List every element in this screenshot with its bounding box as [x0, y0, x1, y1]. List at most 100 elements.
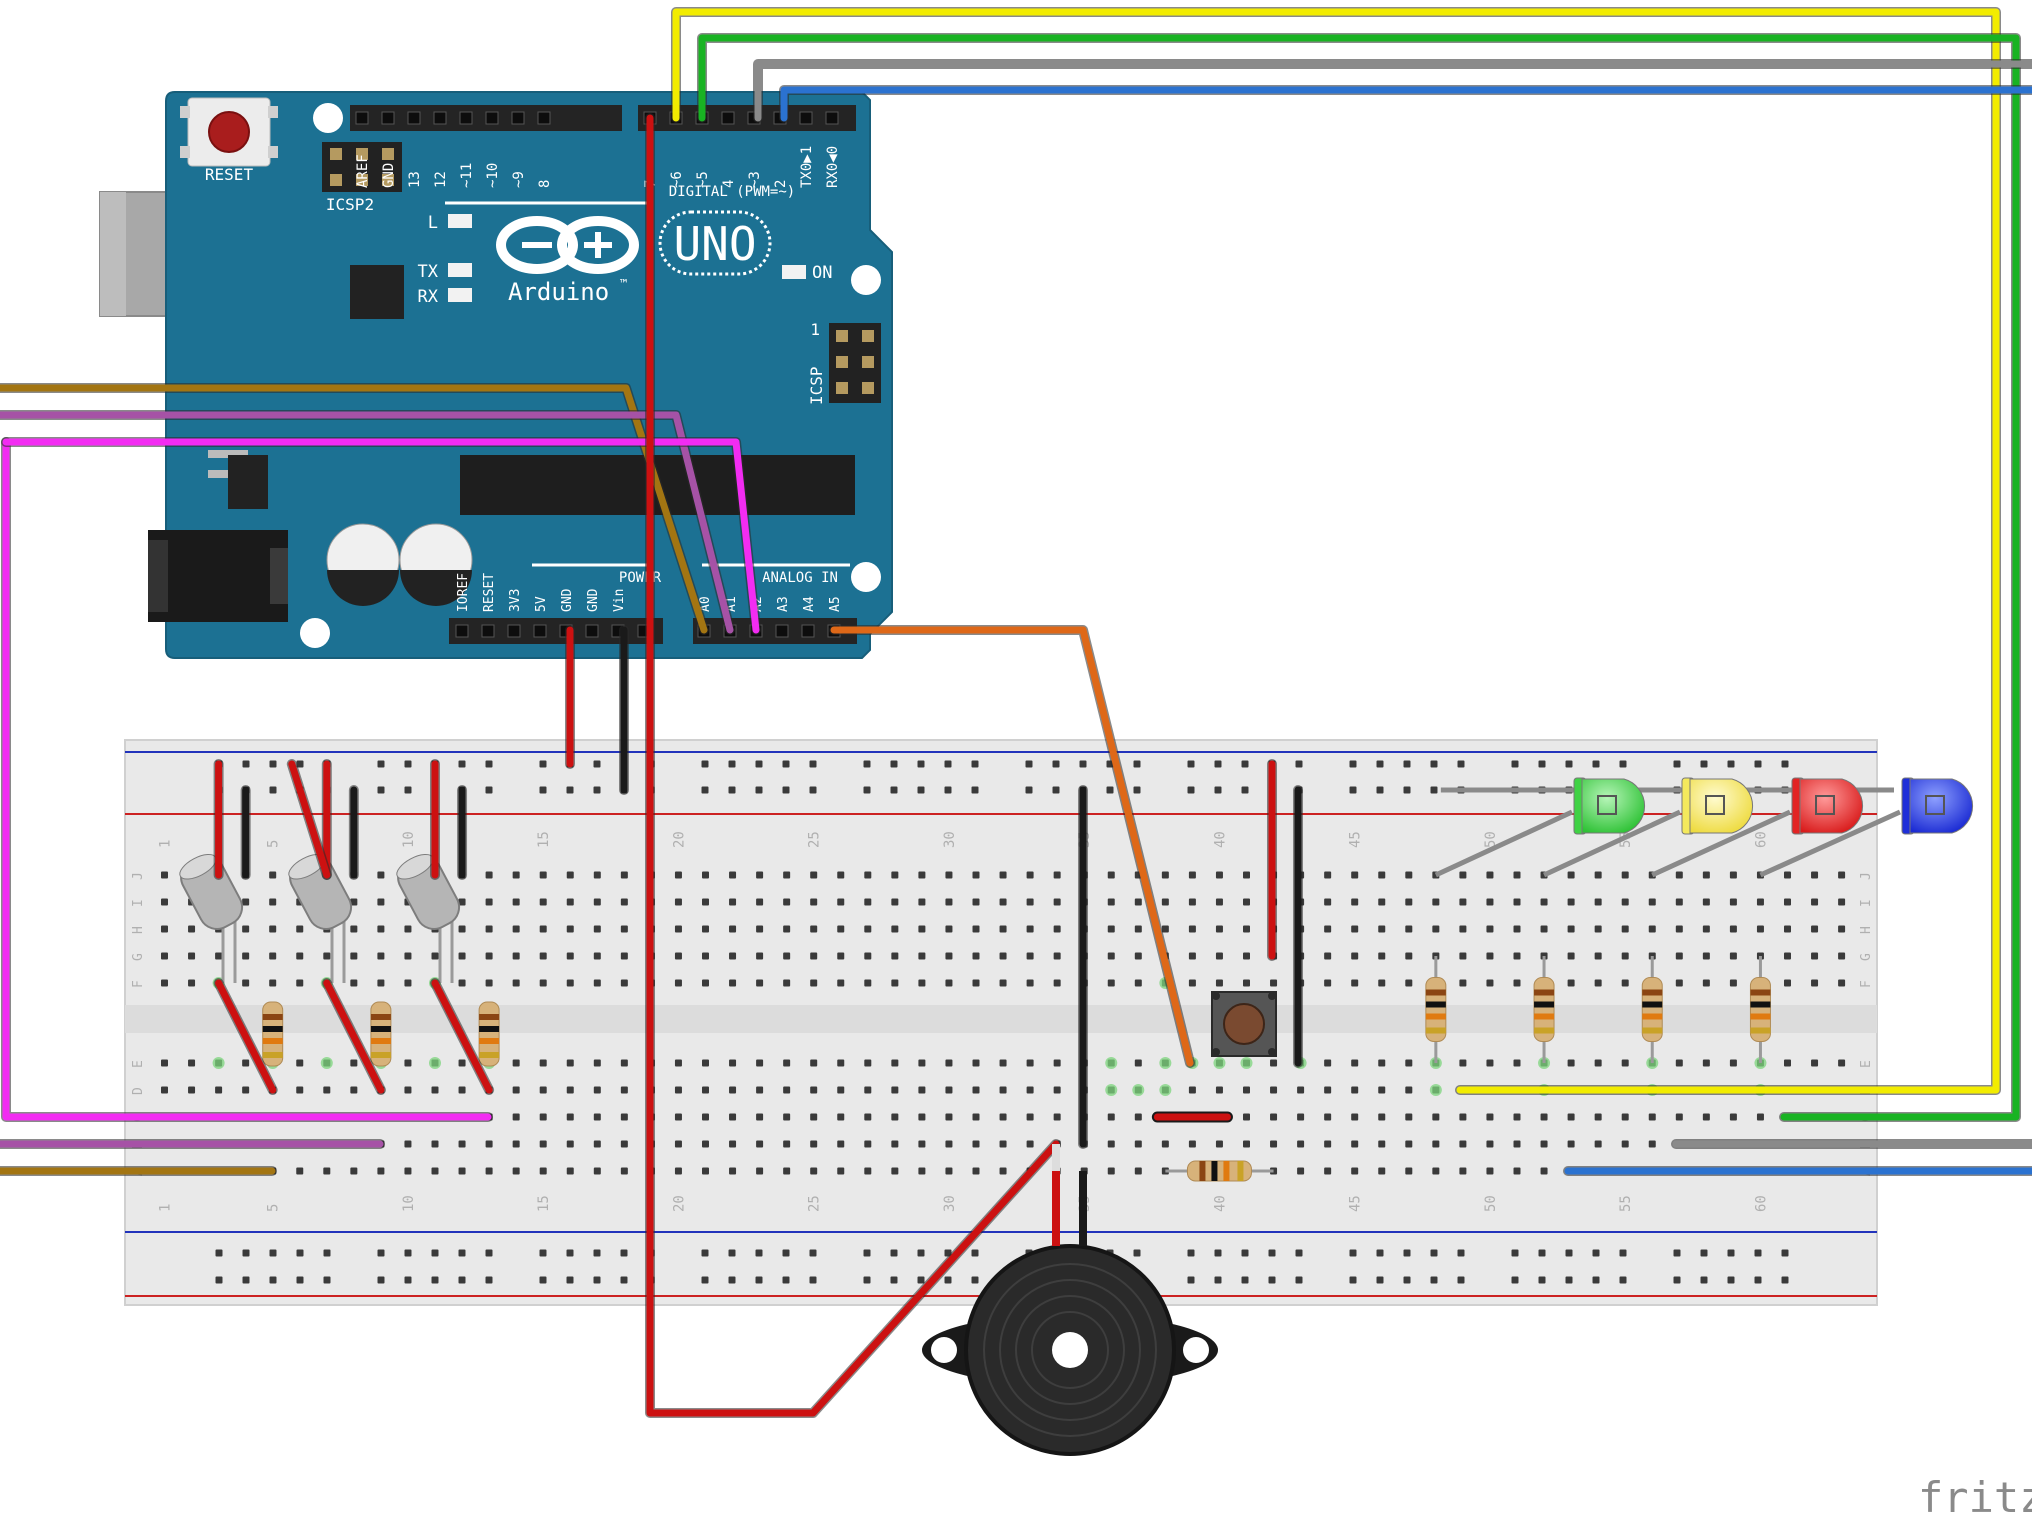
breadboard-hole: [864, 1140, 872, 1148]
rail-hole: [890, 786, 898, 794]
breadboard-hole: [702, 1059, 709, 1067]
icsp-pin: [862, 356, 874, 368]
digital-pin-label: ~10: [485, 163, 501, 188]
breadboard-hole: [891, 1113, 899, 1121]
breadboard-hole: [999, 1113, 1007, 1121]
rail-hole: [377, 1249, 385, 1257]
breadboard-hole: [1405, 1059, 1413, 1067]
dc-power-jack: [148, 530, 288, 622]
breadboard-hole: [1594, 1140, 1602, 1148]
breadboard-hole: [702, 898, 709, 906]
breadboard-hole: [945, 1167, 953, 1175]
breadboard-hole: [269, 898, 277, 906]
breadboard-hole: [512, 979, 520, 987]
wire-blue-pin2-outline: [779, 85, 2032, 123]
breadboard-hole: [1351, 1113, 1359, 1121]
breadboard-hole: [945, 952, 953, 960]
breadboard-hole: [1432, 1140, 1440, 1148]
capacitor: [326, 523, 400, 606]
breadboard-hole: [539, 1140, 547, 1148]
header-socket: [355, 111, 369, 125]
piezo-buzzer: [922, 1244, 1218, 1456]
breadboard-hole: [323, 952, 331, 960]
rail-hole: [782, 760, 790, 768]
breadboard-hole: [1351, 871, 1359, 879]
breadboard-hole: [161, 979, 168, 987]
rail-hole: [971, 1249, 979, 1257]
breadboard-hole: [674, 1113, 682, 1121]
breadboard-hole: [756, 1086, 764, 1094]
rail-hole: [917, 786, 925, 794]
button-resistor-band: [1211, 1161, 1218, 1181]
breadboard-hole: [1675, 898, 1683, 906]
breadboard-hole: [377, 898, 385, 906]
breadboard-hole: [1107, 871, 1115, 879]
connection-highlight: [1105, 1057, 1118, 1069]
led-l: [448, 214, 472, 228]
rail-hole: [539, 1276, 547, 1284]
breadboard-hole: [674, 925, 682, 933]
led-l-label: L: [428, 213, 438, 233]
column-number: 55: [1618, 1195, 1634, 1212]
voltage-regulator: [228, 455, 268, 509]
pushbutton-cap: [1223, 1003, 1265, 1045]
breadboard-hole: [566, 1167, 574, 1175]
breadboard-hole: [269, 979, 277, 987]
breadboard-hole: [783, 1059, 791, 1067]
breadboard-hole: [864, 952, 872, 960]
header-socket: [801, 624, 815, 638]
rail-hole: [620, 1249, 628, 1257]
breadboard-hole: [1838, 979, 1846, 987]
breadboard-hole: [1432, 1167, 1440, 1175]
led-resistor-band: [1425, 1027, 1446, 1034]
breadboard-hole: [593, 898, 601, 906]
breadboard-hole: [1378, 979, 1386, 987]
breadboard-hole: [999, 1140, 1007, 1148]
breadboard-hole: [1026, 1113, 1034, 1121]
breadboard-hole: [1567, 898, 1575, 906]
breadboard-hole: [783, 1167, 791, 1175]
column-number: 15: [536, 831, 552, 848]
rail-hole: [890, 760, 898, 768]
breadboard-hole: [1405, 952, 1413, 960]
header-socket: [433, 111, 447, 125]
breadboard-hole: [1729, 871, 1737, 879]
breadboard-hole: [485, 871, 493, 879]
breadboard-hole: [1648, 1140, 1656, 1148]
breadboard-hole: [1567, 1113, 1575, 1121]
breadboard-hole: [1838, 898, 1846, 906]
breadboard-hole: [1107, 1167, 1115, 1175]
led-resistor-band: [1534, 1001, 1555, 1008]
breadboard-hole: [431, 1140, 439, 1148]
breadboard-hole: [1459, 1140, 1467, 1148]
breadboard-hole: [1053, 1113, 1061, 1121]
breadboard-hole: [1594, 925, 1602, 933]
breadboard-hole: [1675, 871, 1683, 879]
breadboard-hole: [729, 1113, 737, 1121]
power-pin-label: GND: [586, 588, 601, 612]
breadboard-hole: [1838, 952, 1846, 960]
breadboard-hole: [756, 979, 764, 987]
breadboard-hole: [1459, 1167, 1467, 1175]
breadboard-hole: [1134, 952, 1142, 960]
breadboard-hole: [1405, 979, 1413, 987]
pushbutton-corner: [1268, 992, 1276, 1000]
rail-hole: [296, 1249, 304, 1257]
breadboard-hole: [1405, 1086, 1413, 1094]
wire-red-sensor-diag: [215, 979, 277, 1094]
button-resistor-band: [1199, 1161, 1206, 1181]
breadboard-hole: [945, 1086, 953, 1094]
breadboard-hole: [350, 979, 358, 987]
rail-hole: [701, 760, 709, 768]
rail-hole: [1619, 1249, 1627, 1257]
breadboard-hole: [918, 1113, 926, 1121]
breadboard-hole: [918, 871, 926, 879]
rail-hole: [1727, 1276, 1735, 1284]
breadboard-hole: [999, 979, 1007, 987]
breadboard-hole: [972, 1059, 980, 1067]
rail-hole: [809, 1276, 817, 1284]
breadboard-hole: [1324, 952, 1332, 960]
breadboard-hole: [377, 952, 385, 960]
breadboard-hole: [1378, 898, 1386, 906]
rail-hole: [944, 786, 952, 794]
